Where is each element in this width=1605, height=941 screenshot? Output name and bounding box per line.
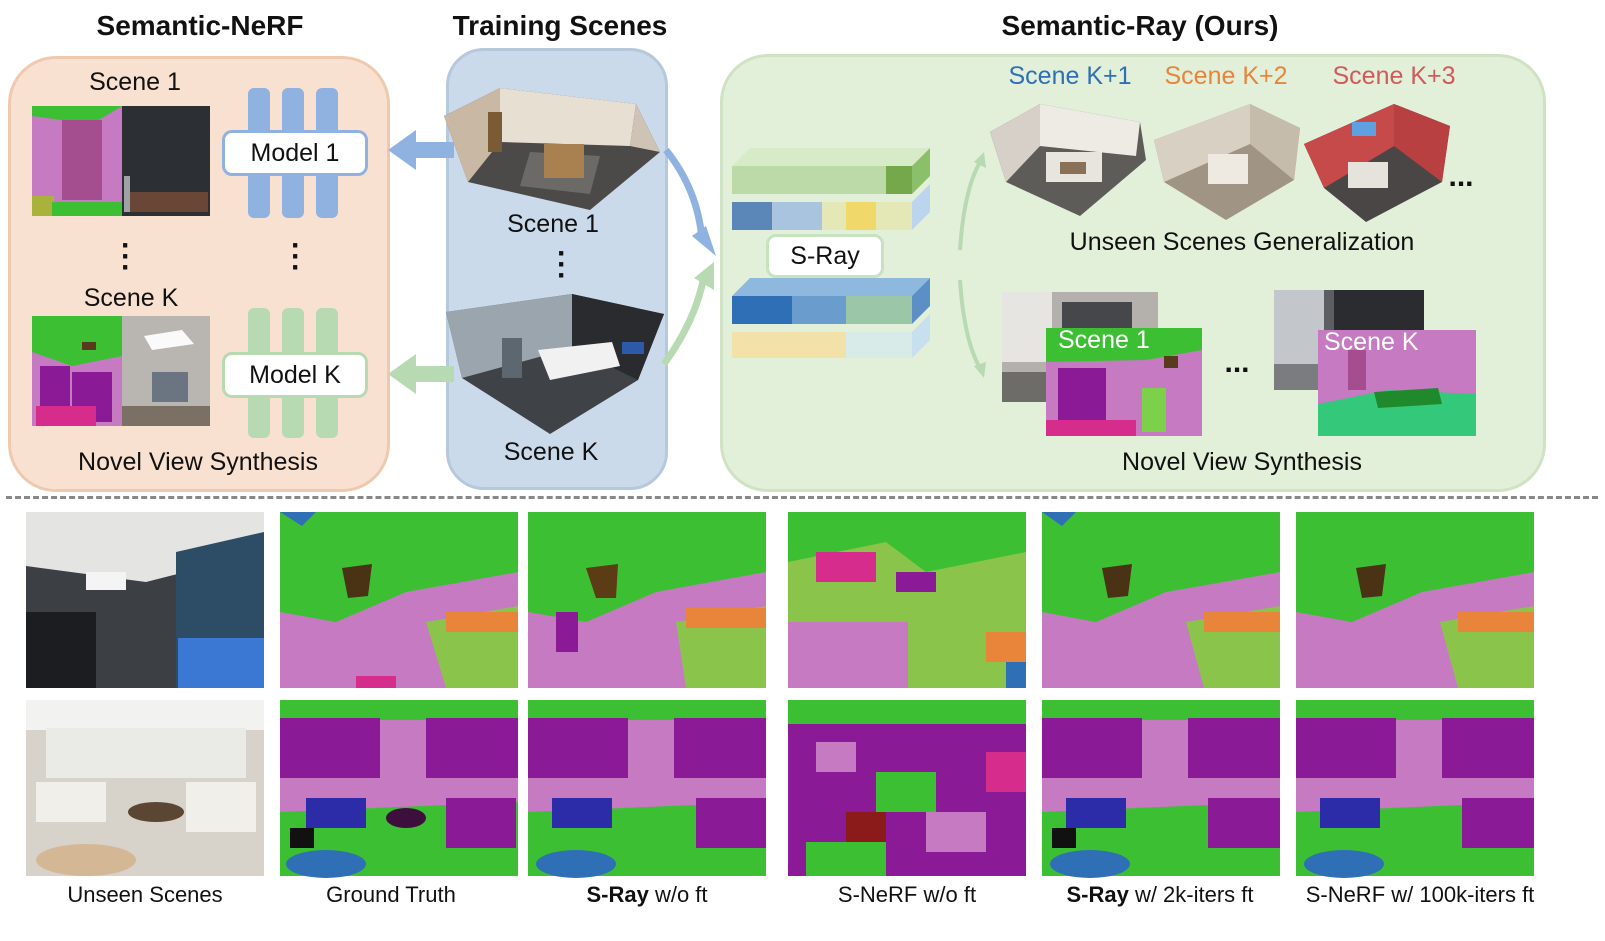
row1-ground-truth xyxy=(280,512,518,688)
row1-sray-2k-ft xyxy=(1042,512,1280,688)
row1-snerf-wo-ft xyxy=(788,512,1026,688)
training-scene-first-room xyxy=(440,82,664,212)
generalization-arrows xyxy=(950,150,990,380)
unseen-room-2 xyxy=(1154,100,1304,222)
row2-snerf-wo-ft xyxy=(788,700,1026,876)
nerf-scene-last-label: Scene K xyxy=(83,284,179,312)
ray-seg-first-label: Scene 1 xyxy=(1058,326,1150,354)
ray-caption: Novel View Synthesis xyxy=(1122,448,1362,476)
nerf-scene-first-image xyxy=(32,106,210,216)
row2-sray-wo-ft xyxy=(528,700,766,878)
nerf-model-ellipsis: ··· xyxy=(291,229,301,284)
model-first-box: Model 1 xyxy=(222,130,368,176)
arrows-overlay xyxy=(380,120,730,420)
semantic-ray-title: Semantic-Ray (Ours) xyxy=(1001,10,1279,41)
generalization-caption: Unseen Scenes Generalization xyxy=(1069,228,1415,256)
semantic-nerf-title: Semantic-NeRF xyxy=(96,10,304,41)
model-last-box: Model K xyxy=(222,352,368,398)
row2-snerf-100k-ft xyxy=(1296,700,1534,878)
s-ray-feature-volume xyxy=(726,136,946,366)
unseen-scene-label-3: Scene K+3 xyxy=(1332,62,1456,90)
ray-seg-last xyxy=(1318,330,1476,436)
results-grid xyxy=(26,512,1536,878)
row1-snerf-100k-ft xyxy=(1296,512,1534,688)
training-scene-last-label: Scene K xyxy=(503,438,599,466)
caption-unseen-scenes: Unseen Scenes xyxy=(67,882,223,907)
row1-unseen-rgb xyxy=(26,512,264,688)
training-title: Training Scenes xyxy=(452,10,668,41)
section-divider xyxy=(6,496,1598,499)
row1-sray-wo-ft xyxy=(528,512,766,688)
unseen-scene-label-2: Scene K+2 xyxy=(1164,62,1288,90)
row2-sray-2k-ft xyxy=(1042,700,1280,878)
training-scene-first-label: Scene 1 xyxy=(507,210,599,238)
caption-sray-wo-ft: S-Ray w/o ft xyxy=(586,882,708,907)
row2-unseen-rgb xyxy=(26,700,264,876)
ray-seg-first xyxy=(1046,328,1202,436)
s-ray-module: S-Ray xyxy=(766,234,884,278)
training-ellipsis: ··· xyxy=(557,237,567,292)
caption-snerf-100k-ft: S-NeRF w/ 100k-iters ft xyxy=(1305,882,1535,907)
row2-ground-truth xyxy=(280,700,518,878)
caption-sray-2k-ft: S-Ray w/ 2k-iters ft xyxy=(1066,882,1254,907)
unseen-scene-label-1: Scene K+1 xyxy=(1008,62,1132,90)
unseen-room-3 xyxy=(1304,100,1454,224)
ray-synthesis-ellipsis: ... xyxy=(1224,346,1250,379)
caption-snerf-wo-ft: S-NeRF w/o ft xyxy=(837,882,977,907)
caption-ground-truth: Ground Truth xyxy=(326,882,456,907)
unseen-ellipsis: ... xyxy=(1448,160,1474,193)
unseen-room-1 xyxy=(990,96,1150,220)
nerf-scene-first-label: Scene 1 xyxy=(89,68,181,96)
training-scene-last-room xyxy=(442,290,666,436)
ray-seg-last-label: Scene K xyxy=(1324,328,1419,356)
nerf-scene-ellipsis: ··· xyxy=(121,229,131,284)
nerf-scene-last-image xyxy=(32,316,210,426)
nerf-caption: Novel View Synthesis xyxy=(78,448,318,476)
